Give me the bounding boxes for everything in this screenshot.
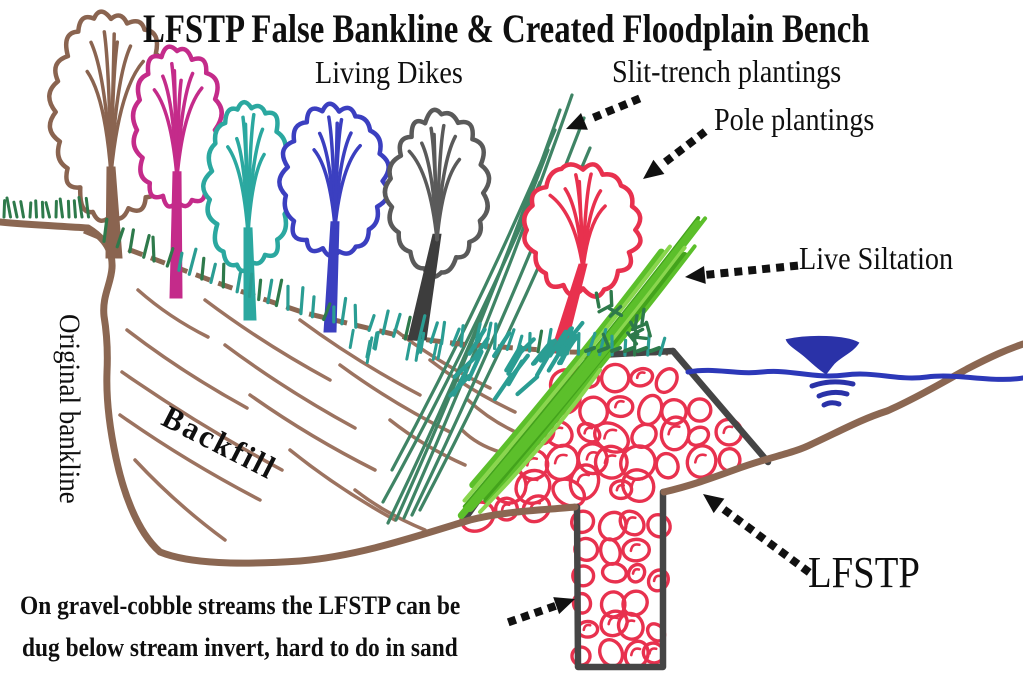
tree [130,44,224,299]
label-slit-trench-plantings: Slit-trench plantings [612,53,842,89]
live-siltation-arrow [685,261,799,284]
false-bankline-dashed-line [83,228,668,356]
tree [277,101,391,333]
label-lfstp: LFSTP [808,548,920,597]
tree [521,162,643,353]
tree [201,99,295,321]
page-title: LFSTP False Bankline & Created Floodplai… [142,6,870,51]
caption-line-2: dug below stream invert, hard to do in s… [22,633,458,662]
label-pole-plantings: Pole plantings [714,101,875,137]
living-dikes-trees [47,9,643,353]
annotation-arrows [506,94,812,627]
caption-line-1: On gravel-cobble streams the LFSTP can b… [20,591,461,620]
live-siltation-drawing [457,216,708,519]
water-surface [685,335,1023,408]
caption-arrow [506,597,575,627]
label-living-dikes: Living Dikes [315,54,463,90]
label-live-siltation: Live Siltation [799,240,954,276]
pole-plantings-arrow [643,128,708,179]
lfstp-arrow [703,494,812,576]
label-original-bankline: Original bankline [53,314,86,504]
grass-tufts [2,196,667,402]
tree [382,107,492,341]
slit-trench-arrow [566,94,642,130]
